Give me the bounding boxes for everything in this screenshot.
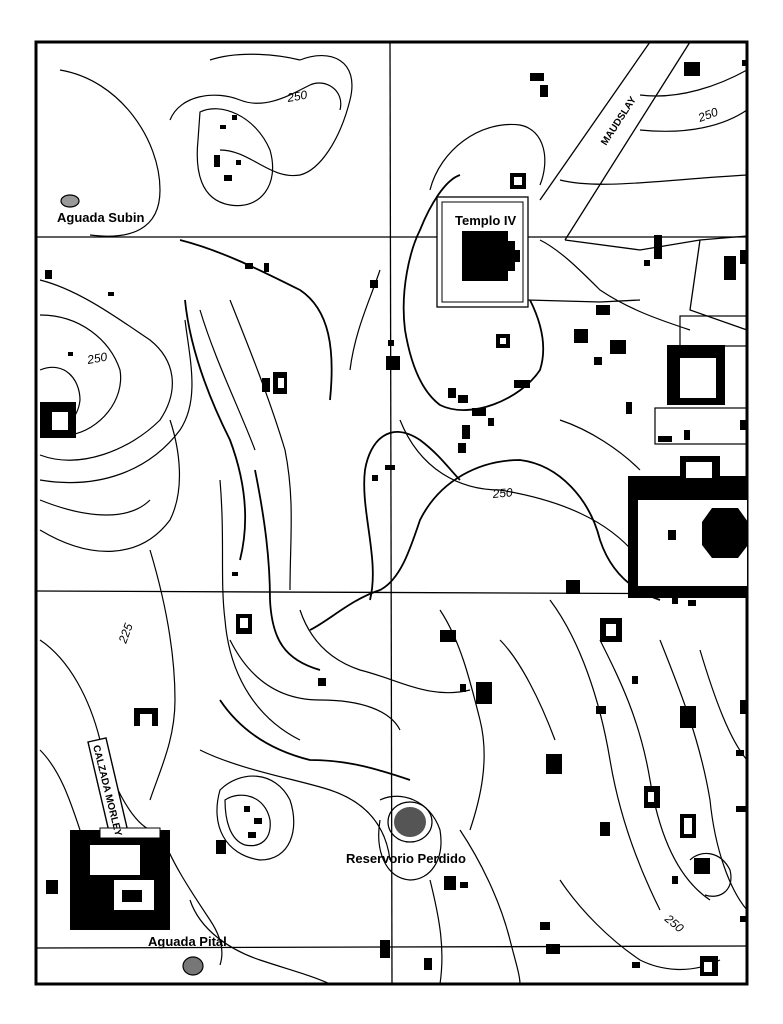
contour-label-250-topright: 250 bbox=[695, 105, 720, 125]
central-acropolis bbox=[628, 315, 748, 598]
templo-iv-complex bbox=[436, 196, 529, 308]
water-bodies bbox=[60, 194, 433, 976]
structures bbox=[40, 60, 748, 976]
contour-lines bbox=[39, 53, 748, 985]
contour-label-250-top: 250 bbox=[285, 88, 308, 105]
contour-label-250-center: 250 bbox=[491, 485, 513, 501]
label-aguada-subin: Aguada Subin bbox=[57, 210, 144, 225]
label-aguada-pital: Aguada Pital bbox=[148, 934, 227, 949]
label-templo-iv: Templo IV bbox=[455, 213, 516, 228]
place-labels: Aguada Subin Templo IV Reservorio Perdid… bbox=[57, 210, 516, 949]
maudslay-causeway bbox=[526, 41, 748, 331]
contour-label-225-left: 225 bbox=[115, 621, 135, 646]
pital-complex bbox=[70, 827, 170, 930]
contour-label-250-left: 250 bbox=[85, 350, 108, 367]
label-reservorio-perdido: Reservorio Perdido bbox=[346, 851, 466, 866]
